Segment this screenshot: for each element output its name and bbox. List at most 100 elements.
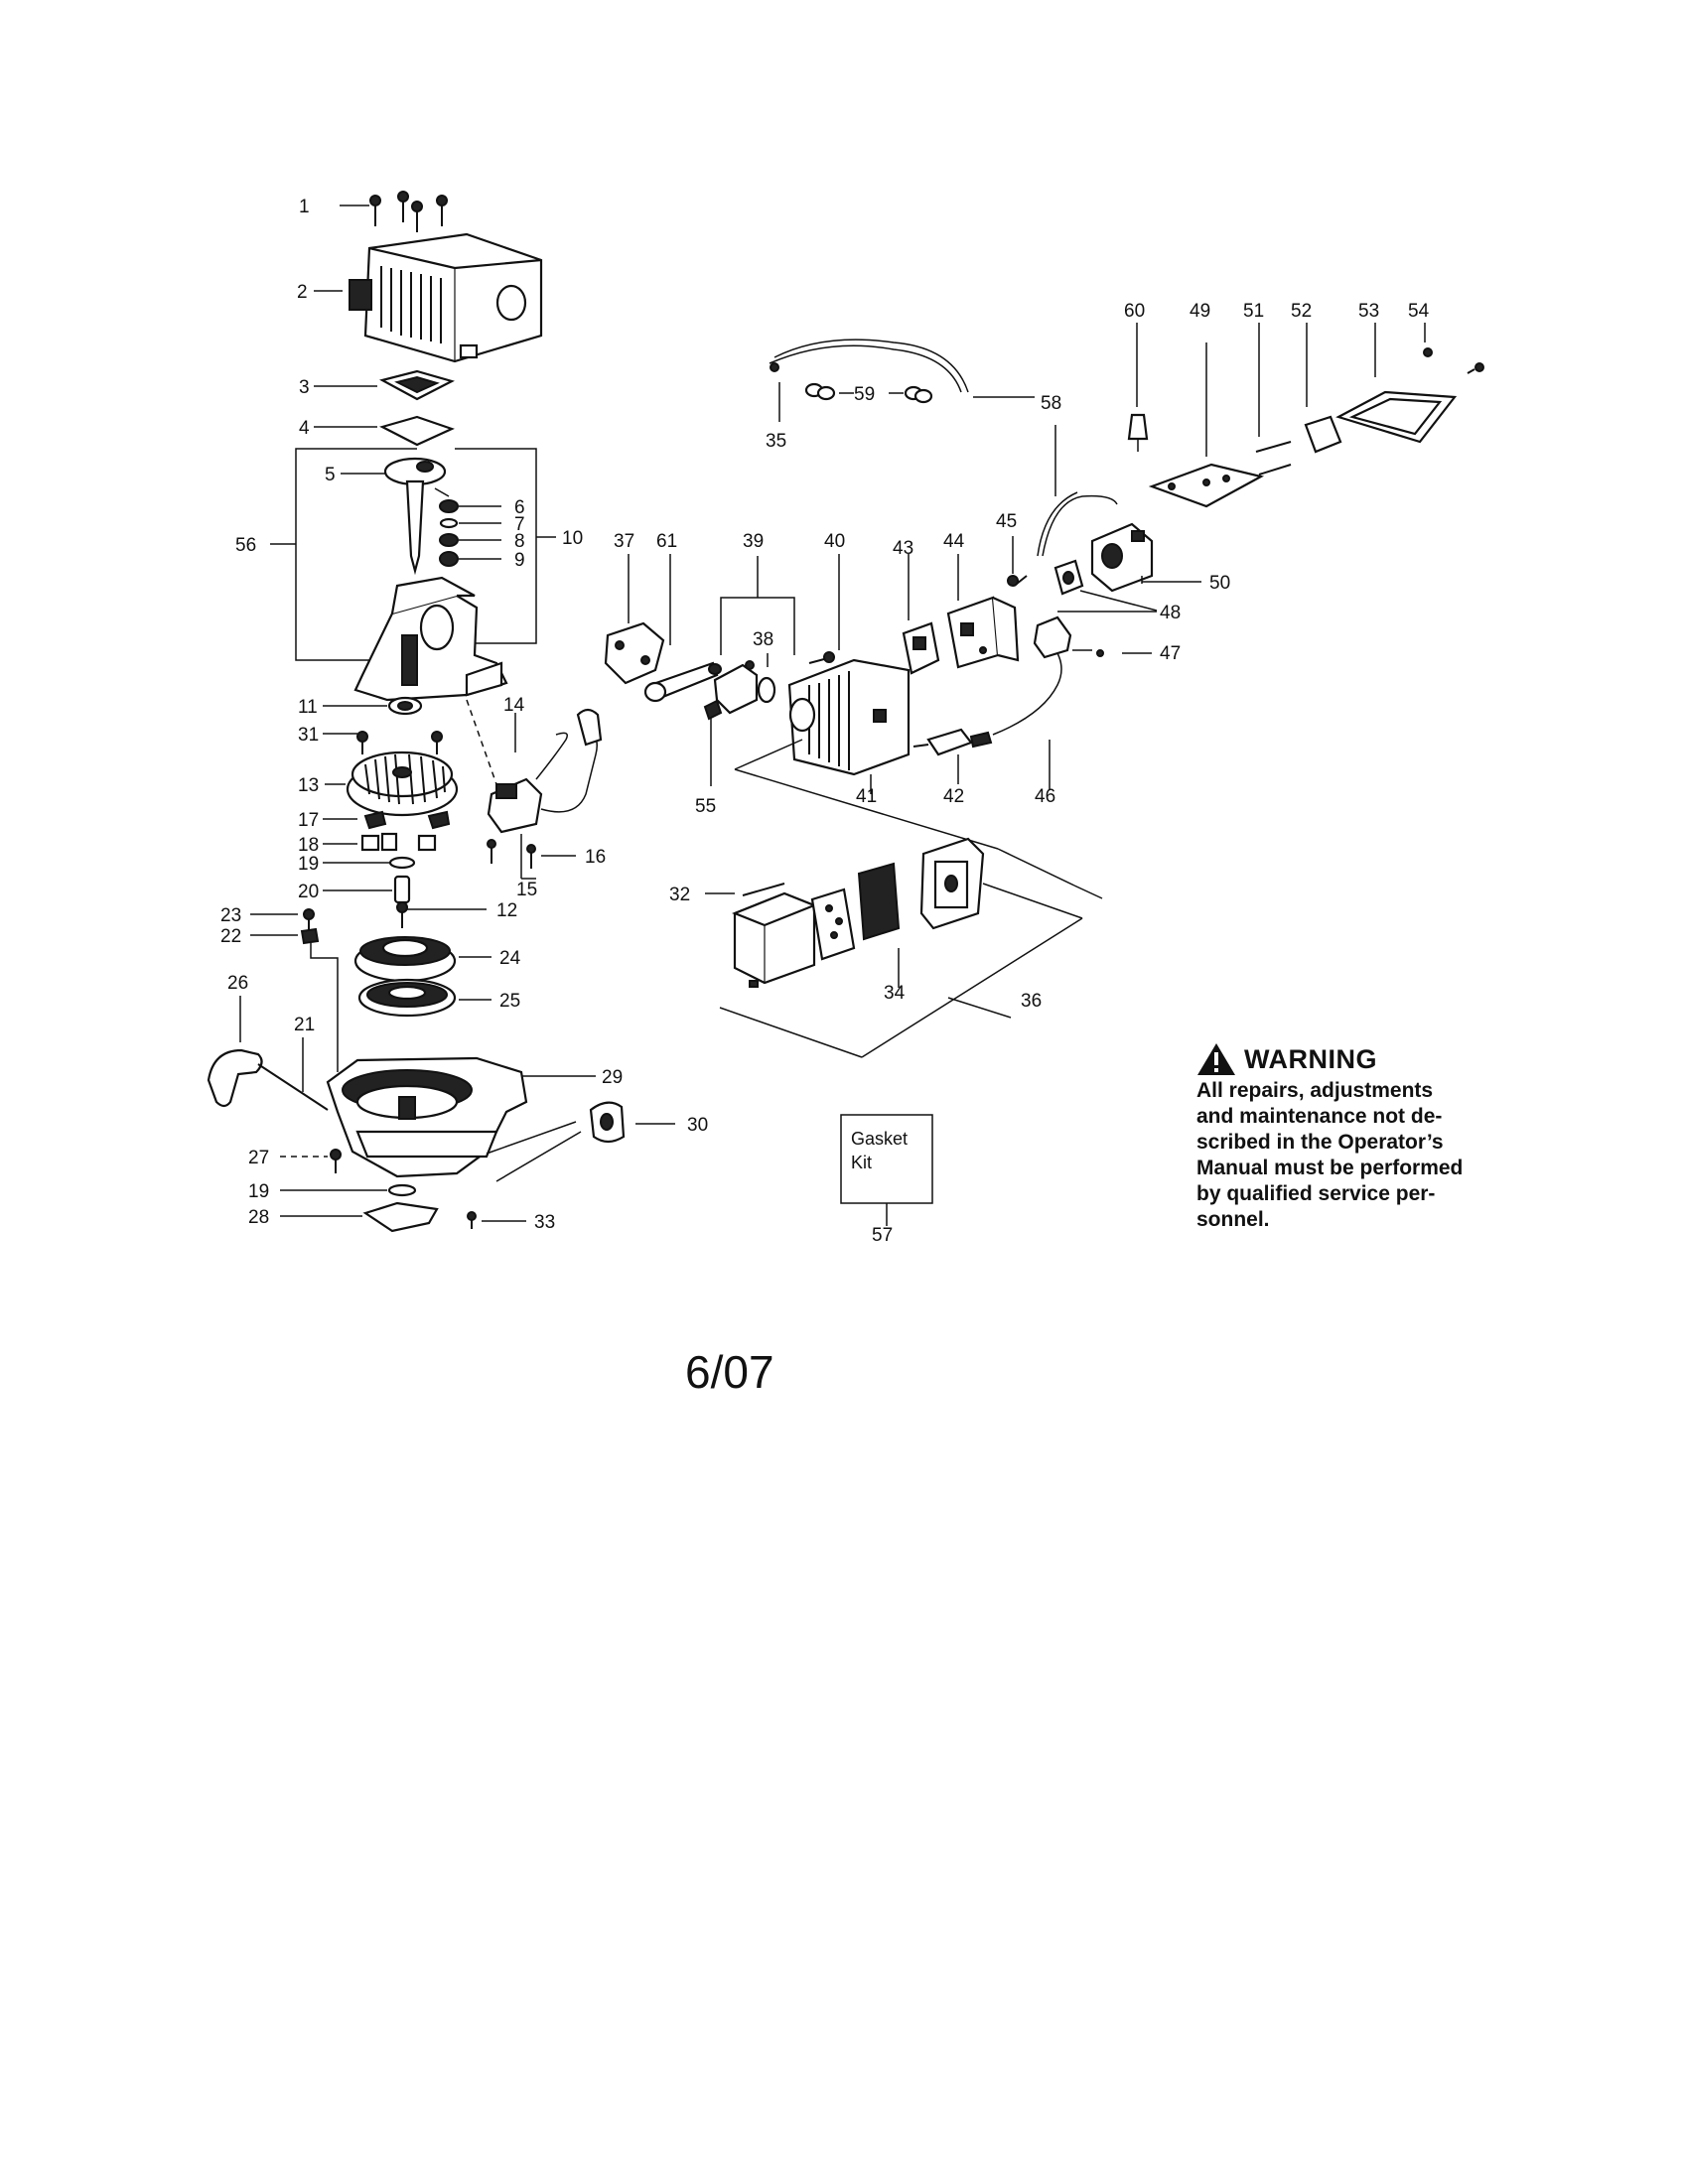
label-part-34: 34	[884, 983, 906, 1004]
washer-part-19-lower	[280, 1183, 417, 1197]
label-part-10: 10	[562, 528, 583, 549]
gasket-kit-label-line1: Gasket	[851, 1129, 908, 1149]
screw-part-23	[250, 908, 315, 931]
spark-plug-part-42	[912, 728, 993, 784]
label-part-16: 16	[585, 847, 606, 868]
warning-text: All repairs, adjustments and maintenance…	[1196, 1078, 1494, 1233]
label-part-58: 58	[1041, 393, 1061, 414]
fitting-part-60	[1127, 323, 1149, 452]
label-part-30: 30	[687, 1115, 708, 1136]
label-part-51: 51	[1243, 301, 1264, 322]
cylinder-filter-group-lines	[734, 739, 1103, 899]
warning-block: WARNING All repairs, adjustments and mai…	[1196, 1042, 1494, 1233]
label-part-24: 24	[499, 948, 521, 969]
filter-frame-part-53	[1335, 323, 1458, 444]
label-part-7: 7	[514, 514, 525, 535]
springs-part-18	[323, 832, 437, 852]
label-part-55: 55	[695, 796, 716, 817]
clamps-part-59	[804, 382, 1035, 404]
label-part-9: 9	[514, 550, 525, 571]
fitting-part-35	[770, 362, 780, 422]
label-part-59: 59	[854, 384, 875, 405]
label-part-41: 41	[856, 786, 877, 807]
connecting-rod-part-61	[643, 554, 722, 703]
seal-part-11	[323, 696, 423, 716]
gasket-kit-part-57	[840, 1114, 933, 1226]
screw-part-47	[1072, 649, 1152, 657]
plate-part-49	[1148, 342, 1265, 508]
spacer-part-20	[323, 875, 411, 904]
label-part-44: 44	[943, 531, 965, 552]
gasket-part-4	[314, 415, 455, 447]
filter-group-lines	[719, 883, 1083, 1058]
label-part-21: 21	[294, 1015, 315, 1035]
label-part-18: 18	[298, 835, 319, 856]
label-part-38: 38	[753, 629, 773, 650]
label-part-4: 4	[299, 418, 310, 439]
screws-part-31	[323, 731, 443, 754]
flywheel-part-13	[325, 751, 459, 817]
date-stamp: 6/07	[685, 1346, 774, 1398]
screw-part-33	[467, 1211, 526, 1229]
carburetor-part-50	[1090, 522, 1201, 593]
label-part-1: 1	[299, 197, 310, 217]
label-part-27: 27	[248, 1148, 269, 1168]
label-part-45: 45	[996, 511, 1017, 532]
warning-line: by qualified service per-	[1196, 1182, 1436, 1205]
label-part-53: 53	[1358, 301, 1379, 322]
label-part-20: 20	[298, 882, 319, 902]
warning-title-text: WARNING	[1244, 1043, 1377, 1074]
intake-part-44	[946, 554, 1020, 669]
bracket-part-48	[1033, 611, 1157, 659]
fuel-line-top	[769, 339, 969, 393]
crankshaft-part-5	[341, 457, 450, 576]
label-part-48: 48	[1160, 603, 1181, 623]
label-part-47: 47	[1160, 643, 1181, 664]
label-part-36: 36	[1021, 991, 1042, 1012]
screws-part-54	[1423, 323, 1484, 374]
label-part-50: 50	[1209, 573, 1230, 594]
clip-part-22	[250, 927, 339, 1072]
cylinder-part-41	[787, 658, 911, 794]
label-part-23: 23	[220, 905, 241, 926]
screw-part-27	[280, 1149, 342, 1173]
bearing-stack-6-9	[439, 499, 501, 567]
pawls-part-17	[323, 810, 451, 830]
filter-element-part-34	[857, 862, 901, 988]
screw-part-12	[396, 901, 487, 928]
pad-part-52	[1304, 323, 1342, 454]
gasket-part-37	[604, 554, 665, 685]
bearing-part-55	[703, 699, 723, 786]
label-part-25: 25	[499, 991, 520, 1012]
label-part-28: 28	[248, 1207, 269, 1228]
label-part-15: 15	[516, 880, 537, 900]
label-part-22: 22	[220, 926, 241, 947]
starter-rope-part-21	[257, 1037, 329, 1111]
label-part-54: 54	[1408, 301, 1430, 322]
label-part-6: 6	[514, 497, 525, 518]
engine-cover-part-2	[314, 232, 543, 363]
warning-title: WARNING	[1196, 1042, 1494, 1076]
label-part-12: 12	[496, 900, 517, 921]
filter-frame-front	[919, 837, 985, 930]
label-part-40: 40	[824, 531, 845, 552]
label-part-33: 33	[534, 1212, 555, 1233]
spring-part-32	[705, 883, 785, 896]
screws-part-16	[487, 839, 576, 869]
label-part-56: 56	[235, 535, 256, 556]
label-part-29: 29	[602, 1067, 623, 1088]
label-part-57: 57	[872, 1225, 893, 1246]
ignition-module-part-15	[487, 708, 603, 880]
label-part-52: 52	[1291, 301, 1312, 322]
label-part-37: 37	[614, 531, 634, 552]
gasket-kit-label-line2: Kit	[851, 1153, 872, 1172]
label-part-60: 60	[1124, 301, 1145, 322]
fuel-line-part-58	[1037, 425, 1118, 557]
assembly-bracket-56	[270, 448, 417, 661]
filter-plate	[810, 887, 856, 961]
label-part-35: 35	[766, 431, 786, 452]
label-part-31: 31	[298, 725, 319, 746]
gasket-part-43	[902, 554, 940, 675]
starter-housing-part-29	[326, 1056, 596, 1182]
